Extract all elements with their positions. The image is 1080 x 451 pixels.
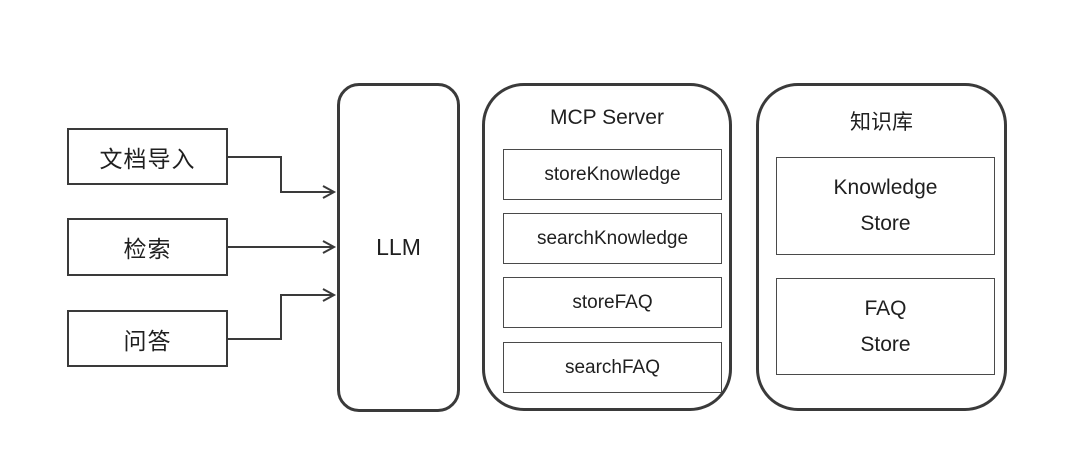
node-doc-import: 文档导入	[67, 128, 228, 185]
container-mcp-server: MCP Server storeKnowledge searchKnowledg…	[482, 83, 732, 411]
knowledge-store-line1: Knowledge	[833, 176, 938, 199]
container-knowledge-base: 知识库 Knowledge Store FAQ Store	[756, 83, 1007, 411]
knowledge-store-line2: Store	[860, 212, 911, 235]
faq-store-line1: FAQ	[864, 296, 907, 320]
tool-store-knowledge-label: storeKnowledge	[544, 163, 681, 185]
tool-search-knowledge-label: searchKnowledge	[536, 227, 689, 249]
node-retrieval: 检索	[67, 218, 228, 276]
arrow-doc-import-to-llm-head	[322, 185, 337, 199]
node-retrieval-label: 检索	[123, 236, 172, 262]
node-doc-import-label: 文档导入	[99, 145, 196, 172]
tool-store-knowledge: storeKnowledge	[503, 149, 722, 200]
tool-search-faq-label: searchFAQ	[564, 356, 661, 378]
faq-store-line2: Store	[860, 332, 911, 356]
node-llm-label: LLM	[376, 234, 421, 260]
arrow-qa-to-llm	[228, 294, 333, 340]
arrow-qa-to-llm-head	[322, 288, 337, 302]
tool-store-faq-label: storeFAQ	[572, 291, 653, 313]
arrow-doc-import-to-llm	[228, 156, 333, 193]
arrow-retrieval-to-llm-head	[322, 240, 337, 254]
node-knowledge-store: Knowledge Store	[776, 157, 995, 255]
knowledge-base-title: 知识库	[850, 111, 913, 134]
tool-search-faq: searchFAQ	[503, 342, 722, 393]
node-faq-store: FAQ Store	[776, 278, 995, 375]
node-qa: 问答	[67, 310, 228, 367]
tool-search-knowledge: searchKnowledge	[503, 213, 722, 264]
node-qa-label: 问答	[123, 327, 172, 354]
node-llm: LLM	[337, 83, 460, 412]
mcp-server-title: MCP Server	[550, 106, 664, 129]
tool-store-faq: storeFAQ	[503, 277, 722, 328]
